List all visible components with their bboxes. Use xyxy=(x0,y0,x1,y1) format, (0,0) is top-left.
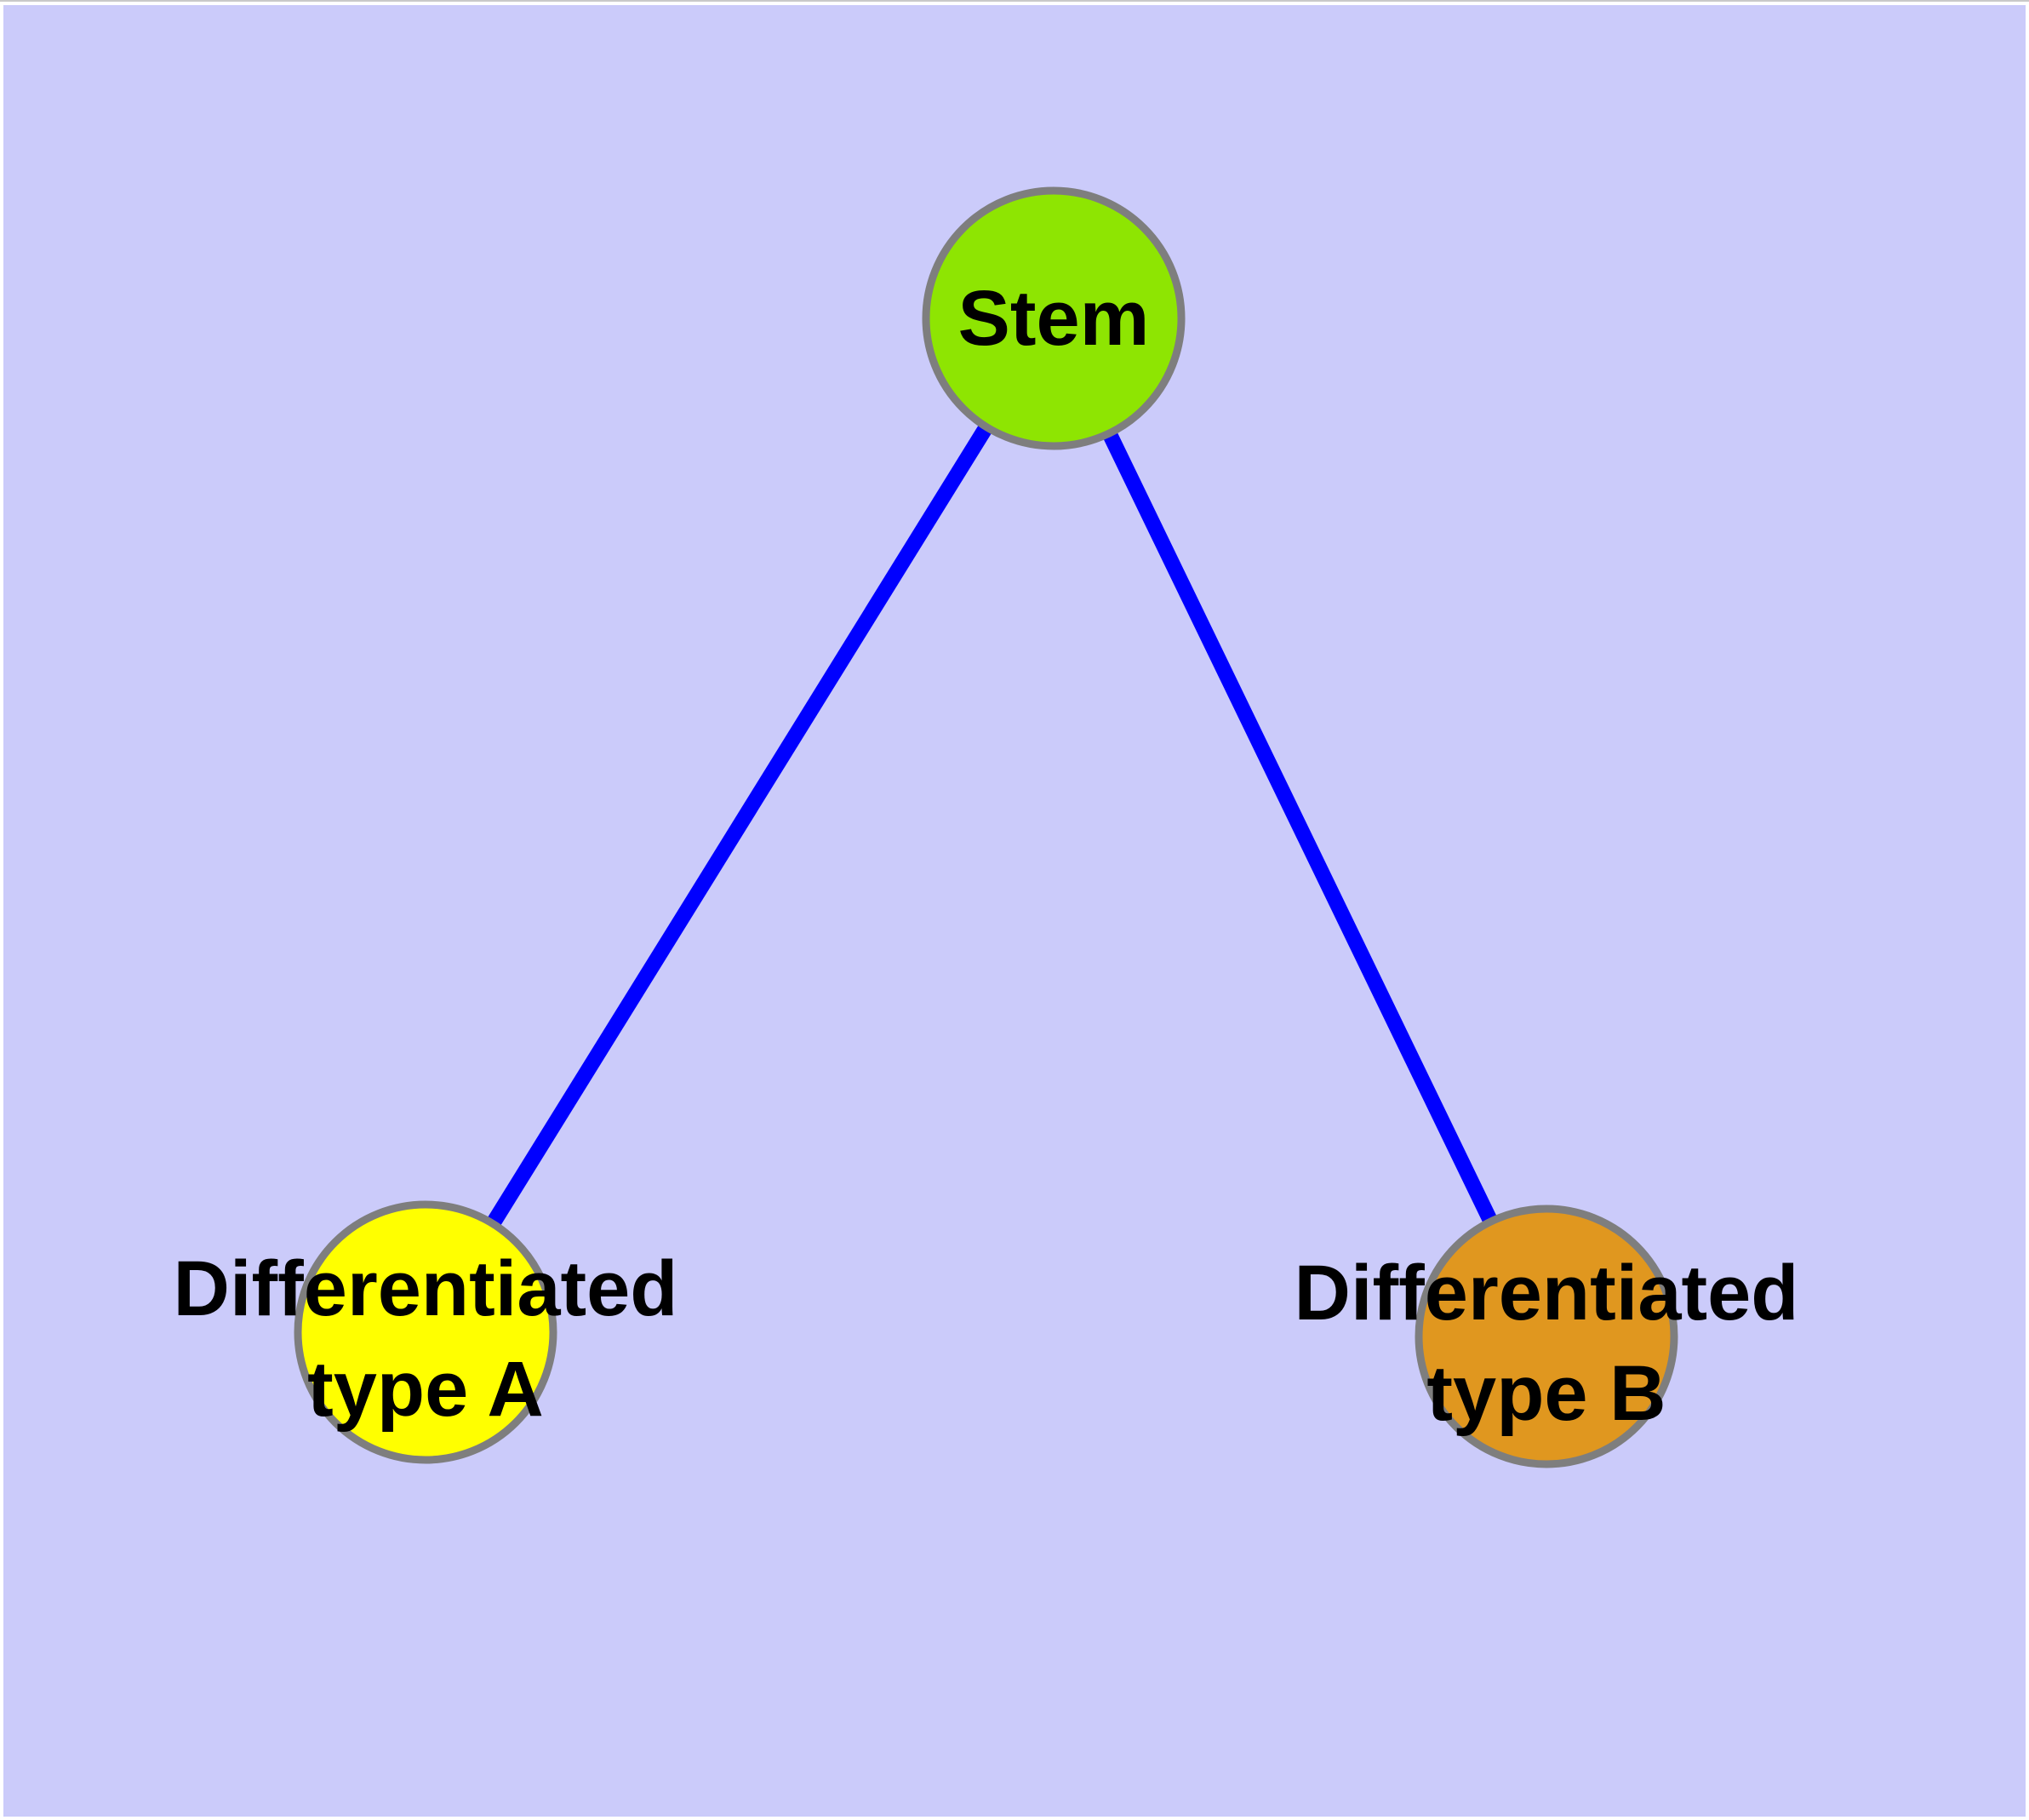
node-type-a-label-line-1: Differentiated xyxy=(174,1245,678,1332)
node-type-a-label: Differentiated type A xyxy=(174,1245,678,1433)
edge-stem-to-type-b xyxy=(1046,315,1554,1340)
node-stem-label-line-1: Stem xyxy=(958,275,1150,362)
node-stem xyxy=(922,186,1186,450)
node-stem-label: Stem xyxy=(958,275,1150,362)
node-type-b-label-line-1: Differentiated xyxy=(1295,1250,1799,1336)
edge-stem-to-type-a xyxy=(419,314,1060,1336)
node-type-a-label-line-2: type A xyxy=(307,1346,544,1433)
node-type-b-label-line-2: type B xyxy=(1426,1350,1666,1437)
node-type-a xyxy=(294,1200,557,1464)
page-top-edge-line xyxy=(0,0,2029,2)
node-type-b xyxy=(1415,1205,1678,1468)
node-type-b-label: Differentiated type B xyxy=(1295,1250,1799,1437)
